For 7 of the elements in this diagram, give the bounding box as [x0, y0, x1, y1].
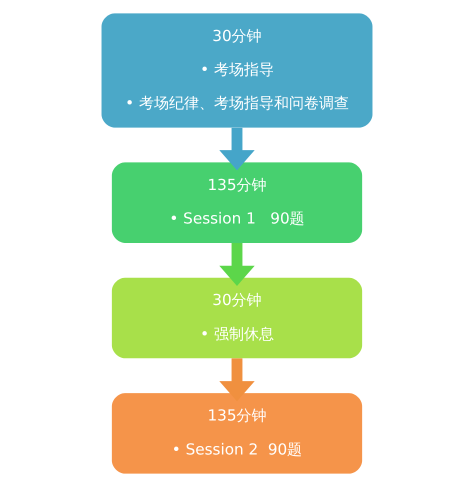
node-box: 135分钟 • Session 2 90题 [112, 392, 362, 474]
node-box: 135分钟 • Session 1 90题 [112, 162, 362, 242]
arrow [219, 242, 255, 286]
node-box: 30分钟 • 考场指导 • 考场纪律、考场指导和问卷调查 [102, 12, 372, 128]
arrow [219, 358, 255, 401]
arrow [219, 127, 255, 170]
node-box: 30分钟 • 强制休息 [112, 277, 362, 358]
